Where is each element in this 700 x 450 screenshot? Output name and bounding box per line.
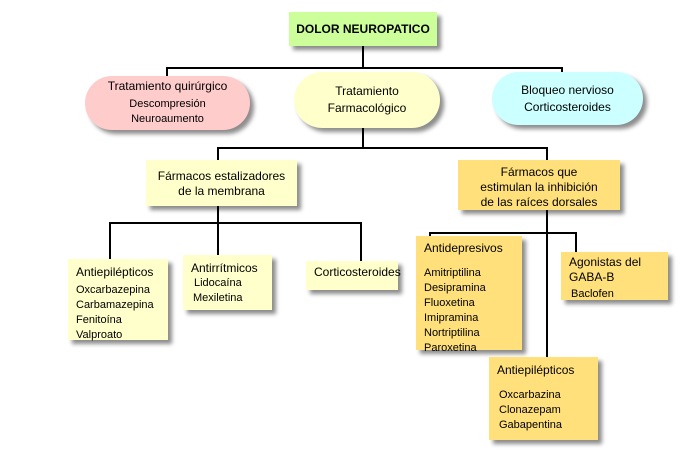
node-item: Oxcarbazina [499, 389, 561, 401]
connector [360, 222, 362, 262]
node-title-line: de las raíces dorsales [480, 195, 598, 209]
node-title: Antiepilépticos [497, 363, 575, 377]
connector [362, 128, 364, 149]
node-title-line: Bloqueo nervioso [521, 82, 614, 97]
node-item: Valproato [76, 329, 123, 341]
antiepileptics-dorsal-node: Antiepilépticos Oxcarbazina Clonazepam G… [489, 357, 598, 440]
node-item: Fluoxetina [424, 297, 475, 309]
gaba-b-agonists-node: Agonistas del GABA-B Baclofen [561, 252, 668, 300]
node-item: Clonazepam [499, 404, 561, 416]
node-item: Paroxetina [424, 342, 477, 354]
node-title: Corticosteroides [314, 265, 401, 279]
node-title-line: Tratamiento [335, 84, 399, 98]
root-label: DOLOR NEUROPATICO [296, 21, 430, 36]
node-item: Nortriptilina [424, 327, 480, 339]
antidepressants-node: Antidepresivos Amitriptilina Desipramina… [416, 236, 522, 354]
node-item: Carbamazepina [76, 299, 154, 311]
pharmacological-treatment-node: Tratamiento Farmacológico [294, 72, 440, 128]
node-item: Baclofen [571, 288, 614, 300]
node-title-line: de la membrana [178, 184, 265, 198]
membrane-stabilizers-node: Fármacos estalizadores de la membrana [146, 160, 297, 206]
node-title: Antirrítmicos [191, 261, 258, 275]
node-title-line: Fármacos estalizadores [157, 169, 286, 183]
connector [575, 232, 577, 253]
connector [362, 46, 364, 69]
node-title-line: GABA-B [569, 270, 615, 284]
connector [429, 232, 577, 234]
connector [217, 147, 219, 161]
connector [109, 222, 111, 260]
connector [166, 67, 563, 69]
node-item: Oxcarbazepina [76, 284, 150, 296]
corticosteroids-node: Corticosteroides [306, 261, 401, 290]
node-item: Desipramina [424, 282, 486, 294]
node-item: Imipramina [424, 312, 479, 324]
root-node: DOLOR NEUROPATICO [289, 12, 437, 46]
connector [429, 232, 431, 238]
node-title-line: Corticosteroides [524, 99, 611, 114]
connector [217, 147, 548, 149]
connector [217, 206, 219, 256]
node-title-line: Agonistas del [569, 255, 642, 269]
node-title: Antiepilépticos [76, 265, 154, 279]
node-item: Descompresión [129, 98, 206, 110]
node-item: Gabapentina [499, 419, 562, 431]
node-item: Fenitoína [76, 314, 122, 326]
node-item: Neuroaumento [131, 113, 204, 125]
node-item: Lidocaína [194, 277, 242, 289]
connector [546, 206, 548, 358]
connector [546, 147, 548, 161]
nerve-block-node: Bloqueo nervioso Corticosteroides [492, 72, 643, 125]
dorsal-inhibition-node: Fármacos que estimulan la inhibición de … [458, 160, 620, 210]
node-item: Mexiletina [193, 292, 243, 304]
antiepileptics-membrane-node: Antiepilépticos Oxcarbazepina Carbamazep… [68, 259, 168, 341]
node-item: Amitriptilina [424, 267, 481, 279]
node-title: Antidepresivos [424, 241, 503, 255]
connector [109, 222, 362, 224]
node-title-line: Fármacos que [500, 165, 578, 179]
node-title-line: estimulan la inhibición [480, 180, 598, 194]
node-title-line: Farmacológico [327, 101, 407, 115]
surgical-treatment-node: Tratamiento quirúrgico Descompresión Neu… [85, 76, 250, 130]
node-title: Tratamiento quirúrgico [107, 79, 228, 93]
antiarrhythmics-node: Antirrítmicos Lidocaína Mexiletina [183, 255, 272, 310]
